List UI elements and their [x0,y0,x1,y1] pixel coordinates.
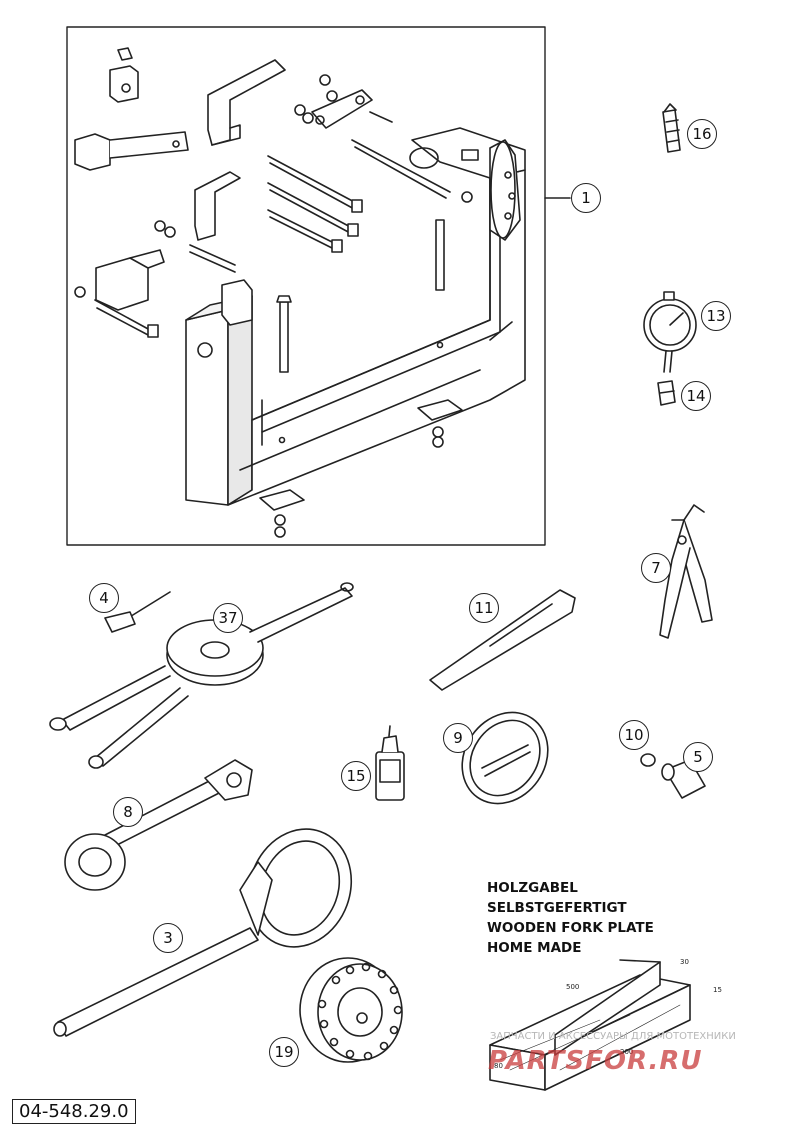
flywheel-tool-19 [299,957,403,1063]
callout-5: 5 [683,742,713,772]
dial-gauge-13 [643,291,697,373]
callout-15: 15 [341,761,371,791]
callout-37: 37 [213,603,243,633]
wooden-fork-note: HOLZGABEL SELBSTGEFERTIGT WOODEN FORK PL… [487,878,654,958]
callout-10: 10 [619,720,649,750]
puller-37 [49,582,354,769]
dim-height: 15 [713,986,722,994]
bottle-15 [375,725,405,801]
callout-1: 1 [571,183,601,213]
callout-8: 8 [113,797,143,827]
tool-4 [104,591,171,633]
wrench-8 [64,759,253,891]
brackets-and-bolts [74,47,463,538]
bushing-10 [640,753,656,767]
callout-11: 11 [469,593,499,623]
callout-4: 4 [89,583,119,613]
note-line-4: HOME MADE [487,940,582,956]
wooden-fork-plate [489,959,691,1091]
callout-13: 13 [701,301,731,331]
dim-width: 30 [680,958,689,966]
degree-disc-9 [461,711,549,805]
note-line-2: SELBSTGEFERTIGT [487,900,627,916]
watermark-caption: ЗАПЧАСТИ И АКСЕССУАРЫ ДЛЯ МОТОТЕХНИКИ [490,1031,736,1042]
document-number: 04-548.29.0 [12,1099,136,1124]
engine-stand [185,127,526,506]
engine-stand-frame [66,26,546,546]
dim-length: 500 [566,983,580,991]
callout-16: 16 [687,119,717,149]
watermark-logo: PARTSFOR.RU [488,1046,703,1076]
dim-base-width: 80 [494,1062,503,1070]
dim-base-length: 200 [620,1048,634,1056]
callout-19: 19 [269,1037,299,1067]
stud-16 [662,103,681,153]
gauge-11 [429,589,576,691]
callout-9: 9 [443,723,473,753]
note-line-1: HOLZGABEL [487,880,578,896]
callout-14: 14 [681,381,711,411]
adapter-14 [657,380,676,406]
callout-3: 3 [153,923,183,953]
circlip-pliers-7 [659,504,713,639]
callout-7: 7 [641,553,671,583]
clutch-holder-3 [53,828,353,1037]
note-line-3: WOODEN FORK PLATE [487,920,654,936]
